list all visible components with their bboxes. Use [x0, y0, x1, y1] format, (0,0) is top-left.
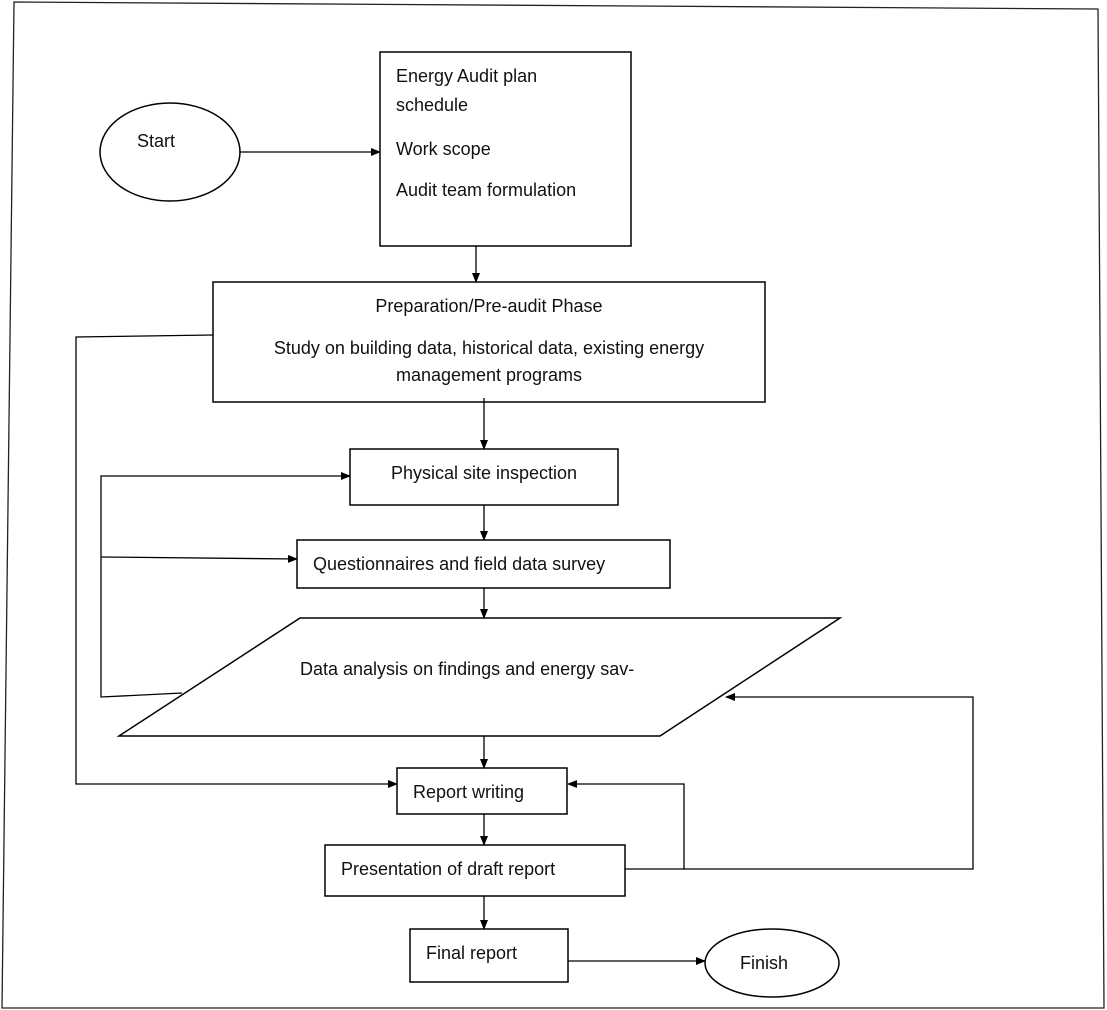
finish-label: Finish: [740, 953, 788, 973]
final-report-label: Final report: [426, 943, 517, 963]
preparation-title: Preparation/Pre-audit Phase: [375, 296, 602, 316]
analysis-label: Data analysis on findings and energy sav…: [300, 659, 634, 679]
loop-preparation-to-report: [75, 334, 398, 788]
finish-node: Finish: [704, 928, 840, 998]
site-inspection-label: Physical site inspection: [391, 463, 577, 483]
work-scope-label: Work scope: [396, 139, 491, 159]
loop-analysis-to-site: [100, 472, 351, 698]
loop-draft-to-analysis: [684, 693, 974, 870]
start-label: Start: [137, 131, 175, 151]
preparation-box: Preparation/Pre-audit Phase Study on bui…: [212, 281, 766, 403]
draft-report-box: Presentation of draft report: [324, 844, 626, 897]
preparation-line-2: management programs: [396, 365, 582, 385]
loop-draft-to-report: [567, 780, 685, 870]
audit-plan-box: Energy Audit plan schedule Work scope Au…: [379, 51, 632, 247]
site-inspection-box: Physical site inspection: [349, 448, 619, 506]
survey-box: Questionnaires and field data survey: [296, 539, 671, 589]
audit-plan-line-2: schedule: [396, 95, 468, 115]
loop-branch-to-survey: [100, 554, 298, 563]
audit-plan-line-1: Energy Audit plan: [396, 66, 537, 86]
survey-label: Questionnaires and field data survey: [313, 554, 605, 574]
preparation-line-1: Study on building data, historical data,…: [274, 338, 704, 358]
final-report-box: Final report: [409, 928, 569, 983]
audit-team-label: Audit team formulation: [396, 180, 576, 200]
report-writing-box: Report writing: [396, 767, 568, 815]
report-writing-label: Report writing: [413, 782, 524, 802]
draft-report-label: Presentation of draft report: [341, 859, 555, 879]
start-node: Start: [99, 102, 241, 202]
analysis-parallelogram: Data analysis on findings and energy sav…: [116, 617, 843, 737]
